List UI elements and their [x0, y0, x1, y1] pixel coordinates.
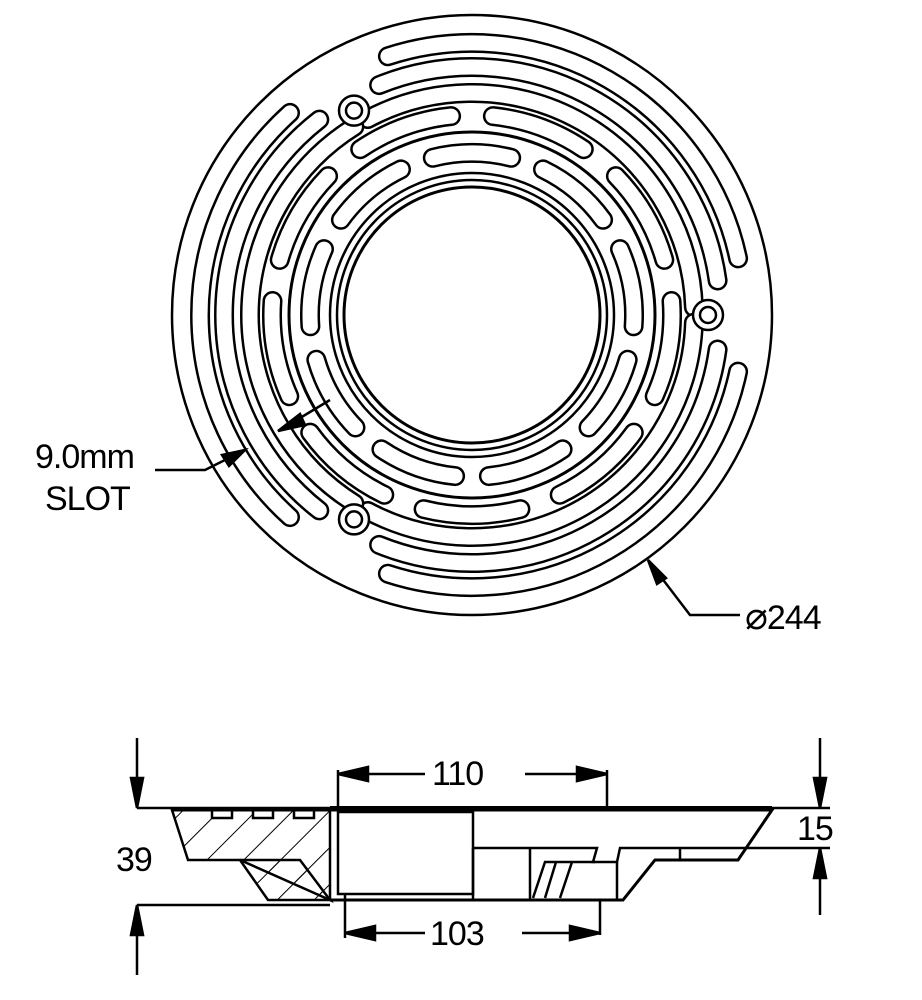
slot-inner	[380, 364, 746, 595]
inner-channel	[473, 846, 745, 864]
bolt-hole	[344, 101, 364, 120]
inner-body	[336, 810, 475, 896]
bolt-hole-outer	[337, 503, 371, 536]
slot-inner	[242, 119, 362, 511]
bolt-hole	[698, 305, 718, 325]
slot-inner	[302, 241, 332, 334]
slot-inner	[481, 441, 571, 484]
inner-ring	[287, 130, 657, 500]
total-height-dimension: 39	[116, 841, 153, 879]
slot-inner	[192, 105, 298, 525]
slot-inner	[264, 293, 297, 404]
slot-inner	[380, 35, 746, 266]
slot-inner	[552, 425, 642, 503]
diameter-label: ⌀244	[745, 596, 822, 638]
slot-inner	[485, 108, 592, 157]
slot-inner	[416, 501, 528, 523]
center-hole-ring	[328, 171, 616, 459]
slot-inner	[581, 352, 636, 435]
slot-width-label: 9.0mm	[35, 438, 135, 476]
slot-inner	[612, 241, 642, 334]
slot-inner	[373, 441, 463, 484]
bolt-hole-outer	[691, 298, 725, 332]
diameter-symbol: ⌀	[745, 596, 768, 638]
top-view	[170, 13, 774, 617]
section-view	[170, 806, 775, 904]
slot-inner	[272, 168, 336, 268]
center-hole	[342, 185, 602, 445]
slot-inner	[352, 108, 459, 157]
slot-inner	[302, 425, 392, 503]
slot-inner	[360, 315, 702, 545]
slot-inner	[216, 112, 327, 518]
slot-label: SLOT	[45, 480, 131, 518]
center-hole-ring	[335, 178, 609, 452]
bottom-width-dimension: 103	[430, 915, 485, 953]
slot-inner	[647, 293, 680, 404]
slot-inner	[535, 161, 611, 228]
outer-rim	[170, 13, 774, 617]
slot-inner	[308, 352, 363, 435]
slot-inner	[608, 168, 672, 268]
slot-inner	[425, 145, 519, 166]
slot-inner	[360, 85, 702, 315]
slot-inner	[371, 342, 726, 571]
bolt-hole	[344, 510, 364, 529]
top-width-dimension: 110	[432, 755, 484, 793]
slot-inner	[371, 59, 726, 288]
angled-fin	[531, 860, 595, 899]
slot-inner	[333, 161, 409, 228]
flange-height-dimension: 15	[797, 810, 834, 848]
bolt-hole-outer	[337, 94, 371, 127]
dimension-lines	[129, 398, 830, 975]
hatched-wall-lower	[239, 858, 334, 904]
diameter-value: 244	[766, 599, 822, 637]
